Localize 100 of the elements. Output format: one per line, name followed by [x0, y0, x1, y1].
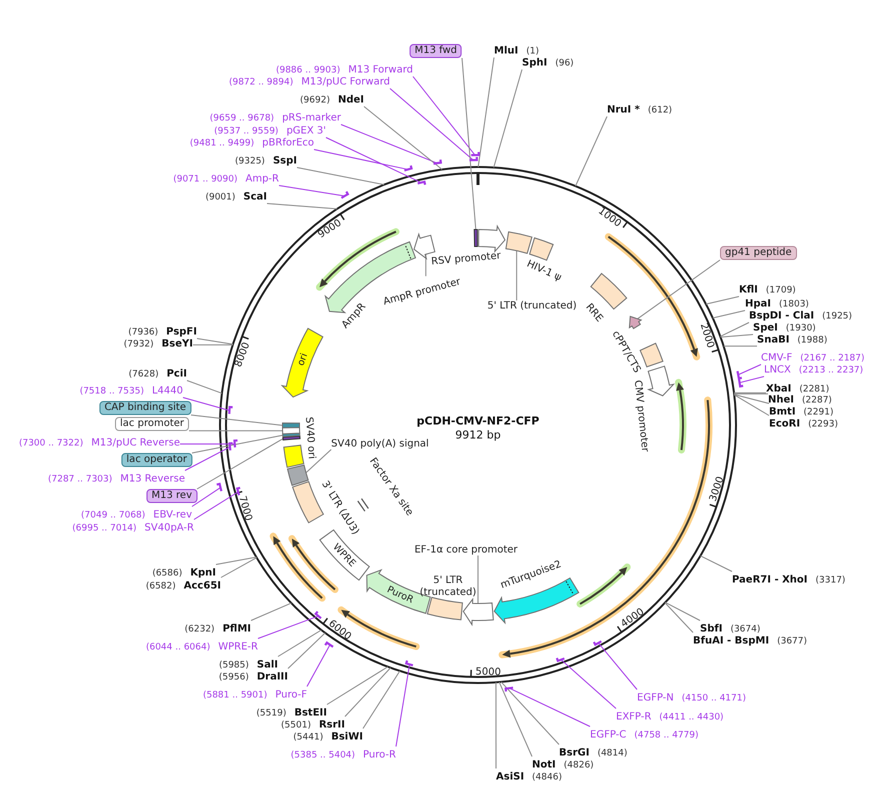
- feature-callout: M13 fwd: [410, 44, 462, 58]
- leader-line: [326, 137, 422, 184]
- scale-number: 2000: [698, 322, 716, 350]
- cut-position: (9001): [205, 192, 236, 202]
- primer-mark: [404, 165, 413, 172]
- feature-label: RSV promoter: [430, 250, 502, 268]
- cut-position: (3674): [730, 624, 760, 634]
- enzyme-name: HpaI: [745, 298, 771, 310]
- leader-line: [664, 602, 694, 633]
- plasmid-length: 9912 bp: [455, 428, 501, 442]
- primer-mark: [736, 370, 742, 380]
- enzyme-name: SbfI: [700, 624, 722, 634]
- primer-position: (9071 .. 9090): [173, 174, 238, 184]
- enzyme-name: AsiSI: [496, 772, 524, 782]
- feature-label: 5' LTR (truncated): [419, 575, 477, 599]
- leader-line: [598, 642, 638, 690]
- leader-line: [508, 688, 590, 727]
- cut-position: (5501): [281, 720, 311, 730]
- primer-name: WPRE-R: [218, 642, 258, 652]
- enzyme-name: BstEII: [294, 708, 327, 718]
- leader-line: [498, 682, 532, 757]
- primer-position: (4150 .. 4171): [682, 694, 746, 704]
- leader-line: [516, 250, 518, 301]
- primer-name: CMV-F: [761, 352, 792, 364]
- enzyme-name: ScaI: [243, 192, 267, 202]
- feature-callout: CAP binding site: [99, 401, 191, 415]
- cut-position: (5441): [293, 732, 324, 742]
- leader-line: [495, 682, 496, 769]
- primer-position: (2167 .. 2187): [800, 354, 865, 364]
- primer-position: (7518 .. 7535): [80, 386, 144, 396]
- leader-line: [250, 602, 292, 621]
- cut-position: (2291): [804, 408, 834, 418]
- enzyme-name: RsrII: [318, 720, 345, 730]
- leader-line: [196, 438, 284, 490]
- leader-line: [258, 616, 319, 639]
- leader-line: [396, 664, 410, 747]
- enzyme-name: SphI: [522, 58, 548, 68]
- primer-name: M13 Reverse: [120, 474, 185, 484]
- enzyme-name: DraIII: [256, 672, 288, 682]
- leader-line: [720, 322, 750, 337]
- cut-position: (9692): [300, 96, 330, 106]
- primer-position: (5385 .. 5404): [290, 750, 356, 760]
- enzyme-name: XbaI: [766, 384, 792, 394]
- cut-position: (6232): [184, 624, 215, 634]
- cut-position: (4846): [532, 772, 562, 782]
- leader-line: [734, 392, 766, 394]
- leader-line: [180, 444, 236, 445]
- leader-line: [344, 667, 392, 717]
- primer-position: (5881 .. 5901): [202, 690, 268, 700]
- enzyme-name: SspI: [272, 156, 297, 166]
- primer-name: SV40pA-R: [144, 522, 194, 534]
- enzyme-name: SnaBI: [757, 334, 790, 346]
- primer-position: (9659 .. 9678): [210, 114, 274, 124]
- enzyme-name: SpeI: [753, 322, 778, 334]
- feature-label: HIV-1 ψ: [525, 258, 563, 284]
- enzyme-name: PciI: [166, 368, 187, 380]
- primer-name: pBRforEco: [262, 138, 314, 148]
- enzyme-name: BseYI: [162, 338, 193, 350]
- cut-position: (1709): [766, 286, 796, 296]
- primer-name: M13 Forward: [348, 64, 413, 76]
- scale-number: 8000: [233, 341, 252, 369]
- cut-position: (1930): [786, 324, 816, 334]
- primer-position: (7049 .. 7068): [81, 510, 146, 520]
- enzyme-name: SalI: [256, 660, 278, 670]
- leader-line: [340, 124, 438, 164]
- feature-callout: lac operator: [121, 453, 192, 467]
- leader-line: [738, 364, 762, 376]
- leader-line: [493, 69, 522, 168]
- primer-position: (6044 .. 6064): [146, 642, 210, 652]
- cut-position: (6586): [152, 568, 182, 578]
- primer-position: (7287 .. 7303): [48, 474, 112, 484]
- primer-name: Amp-R: [246, 174, 279, 184]
- cut-position: (9325): [235, 156, 265, 166]
- leader-line: [190, 414, 283, 426]
- primer-mark: [469, 157, 478, 162]
- primer-mark: [504, 686, 514, 692]
- primer-mark: [433, 160, 442, 165]
- primer-mark: [340, 191, 349, 199]
- cut-position: (5519): [256, 708, 286, 718]
- enzyme-name: KpnI: [190, 568, 216, 578]
- leader-line: [184, 446, 230, 471]
- cut-position: (4826): [564, 760, 594, 770]
- leader-line: [636, 260, 720, 320]
- leader-line: [462, 58, 476, 230]
- enzyme-name: BspDI - ClaI: [749, 310, 814, 322]
- leader-line: [364, 106, 443, 170]
- primer-name: EGFP-C: [590, 730, 626, 740]
- leader-line: [306, 449, 332, 474]
- leader-line: [705, 296, 740, 305]
- leader-line: [712, 310, 746, 318]
- leader-line: [500, 681, 560, 745]
- enzyme-name: NheI: [768, 394, 794, 406]
- leader-line: [288, 632, 326, 669]
- primer-position: (2213 .. 2237): [798, 366, 864, 376]
- enzyme-name: KflI: [739, 284, 758, 296]
- cut-position: (5985): [218, 660, 249, 670]
- primer-name: L4440: [152, 386, 183, 396]
- feature-label: CMV promoter: [632, 380, 650, 452]
- primer-position: (4411 .. 4430): [659, 712, 724, 722]
- primer-name: EGFP-N: [637, 692, 674, 704]
